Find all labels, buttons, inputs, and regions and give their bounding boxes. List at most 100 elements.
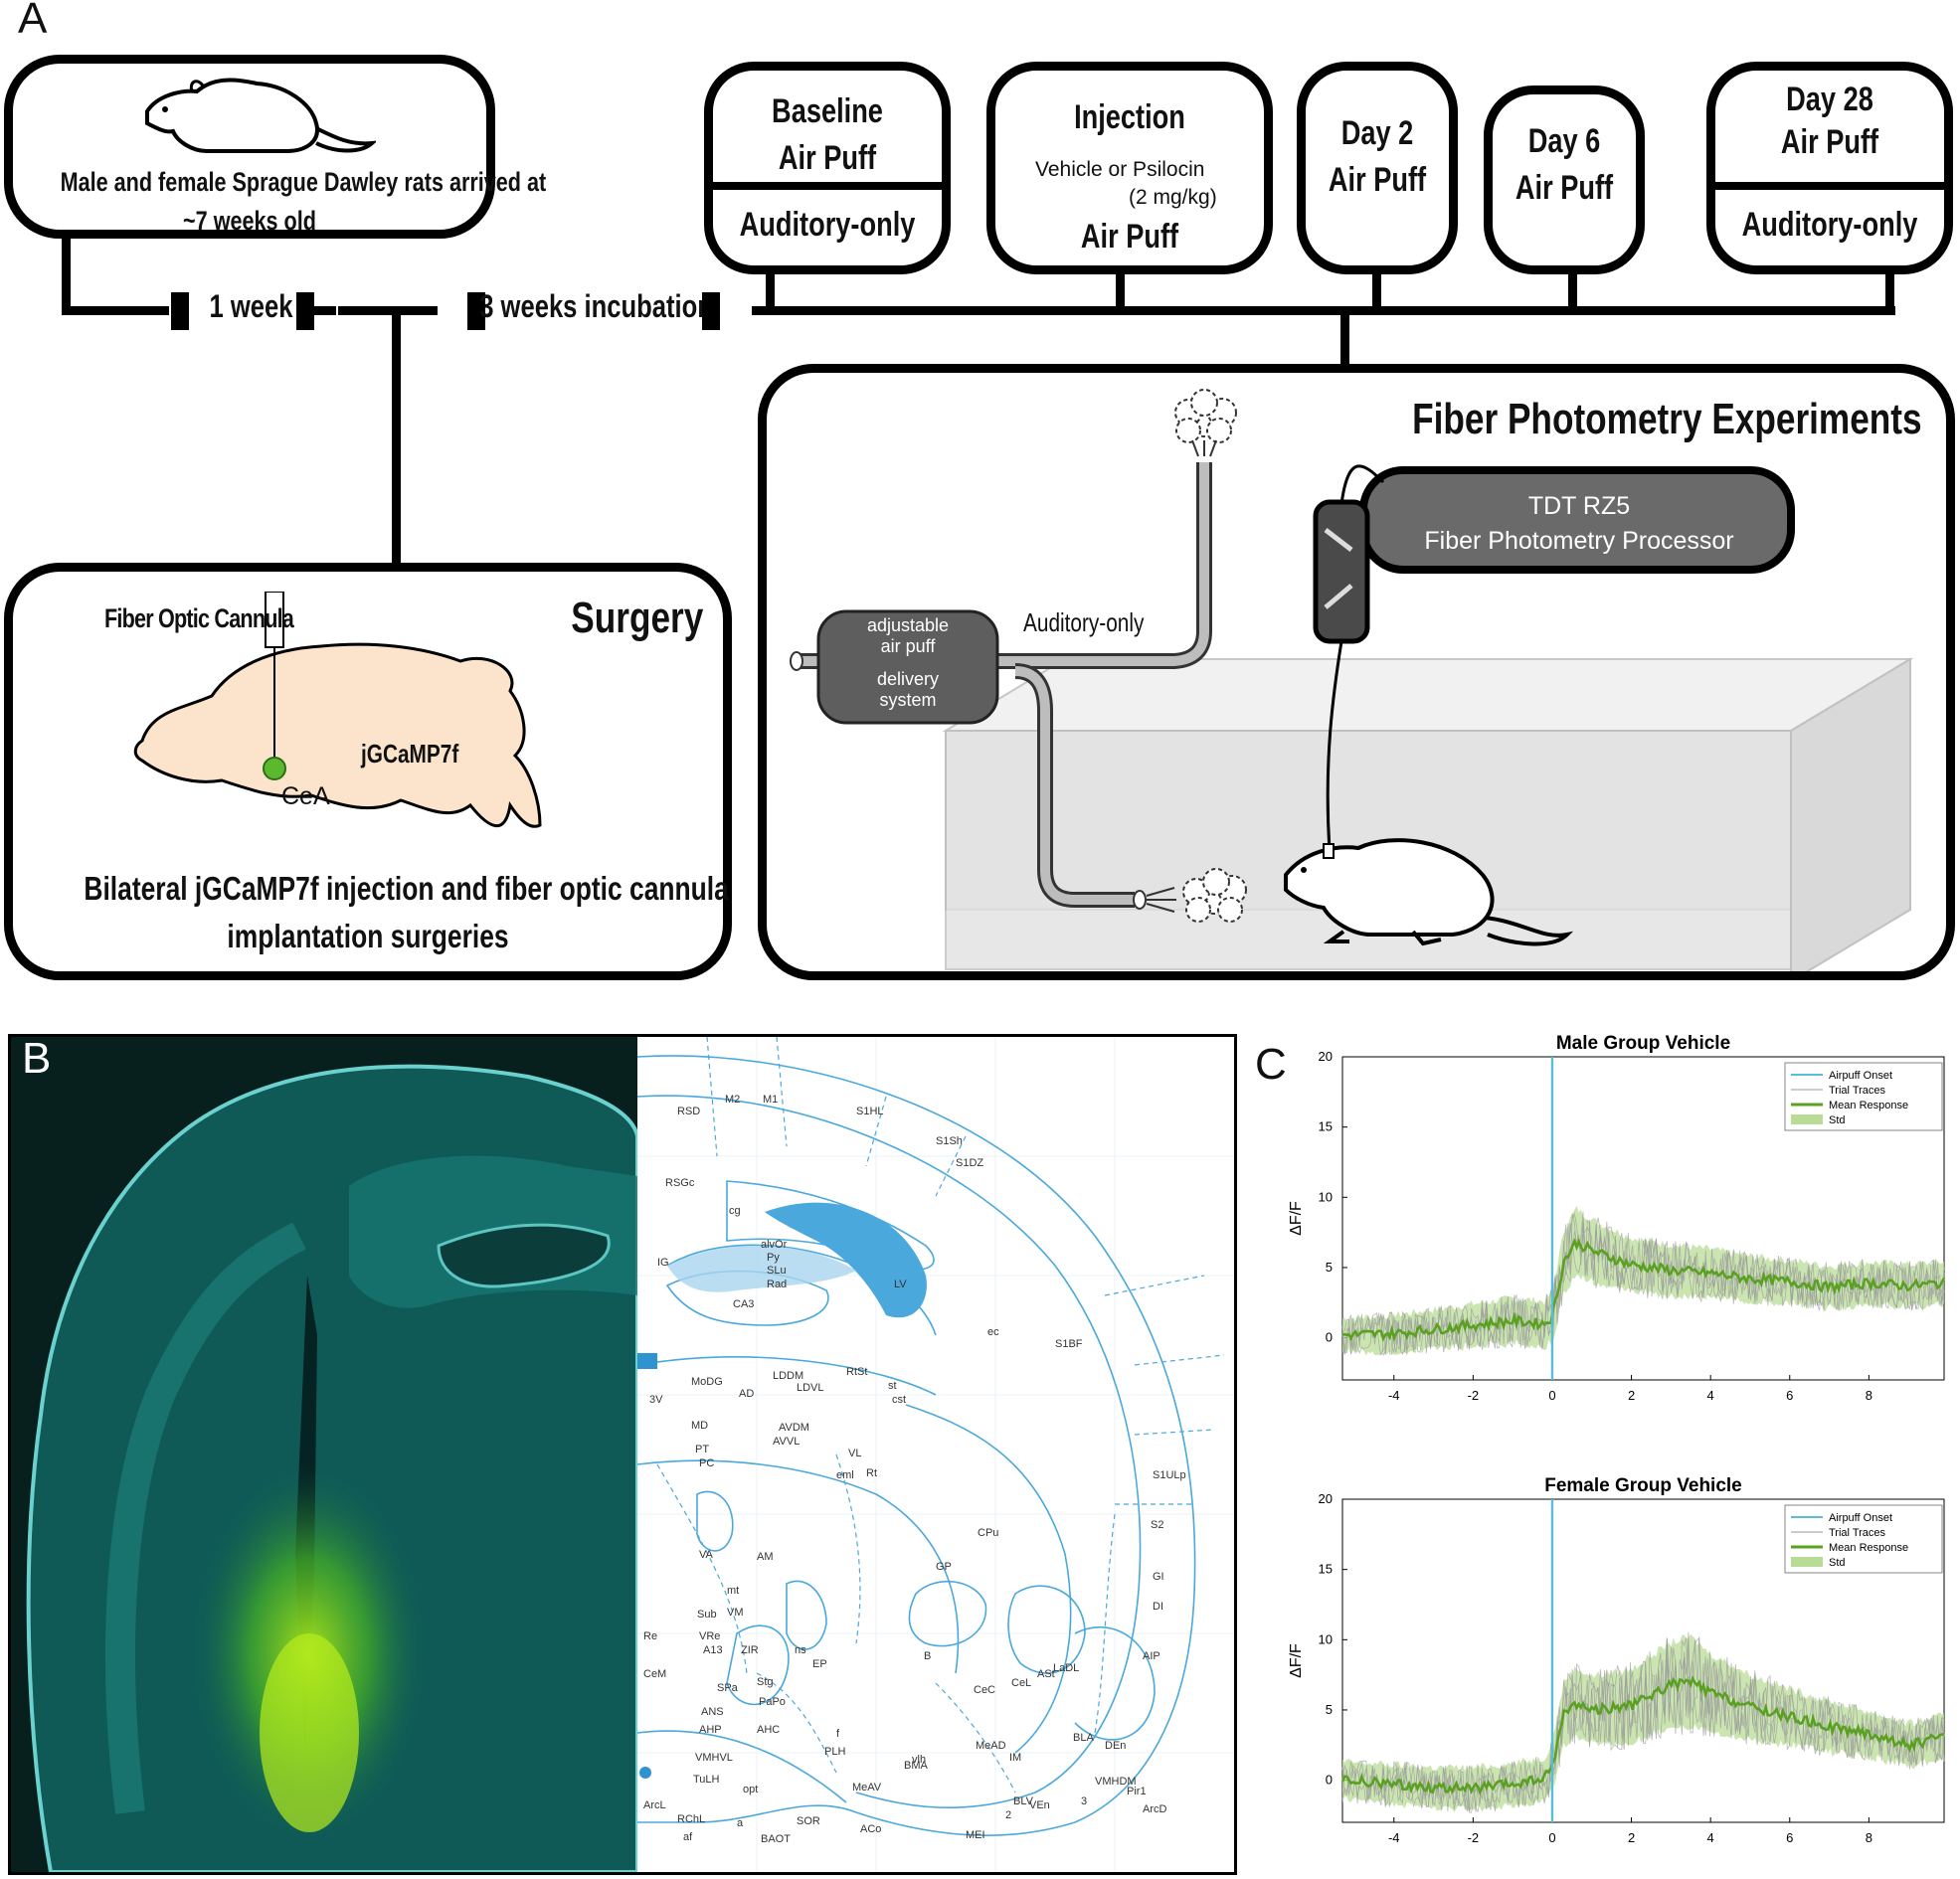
- session-injection: Injection Vehicle or Psilocin (2 mg/kg) …: [986, 62, 1273, 274]
- virus-label: jGCaMP7f: [361, 739, 459, 769]
- atlas-label-47: ZIR: [741, 1644, 759, 1656]
- atlas-label-66: MeAD: [976, 1740, 1006, 1752]
- atlas-label-55: CeC: [974, 1684, 995, 1696]
- atlas-label-36: VA: [699, 1549, 714, 1561]
- atlas-label-86: BAOT: [761, 1833, 791, 1845]
- session-day2: Day 2 Air Puff: [1297, 62, 1458, 274]
- atlas-label-78: 2: [1005, 1809, 1011, 1821]
- atlas-label-37: AM: [757, 1551, 774, 1563]
- x-tick-label: 2: [1628, 1830, 1635, 1845]
- atlas-label-32: eml: [836, 1469, 854, 1481]
- timeline-segment-2: [314, 306, 336, 315]
- timeline-main: [752, 306, 1895, 315]
- atlas-label-70: VEn: [1029, 1799, 1050, 1811]
- chart-title: Female Group Vehicle: [1544, 1475, 1742, 1496]
- day28-title: Day 28: [1786, 81, 1873, 118]
- atlas-label-76: BMA: [904, 1760, 929, 1772]
- arrival-text-2: ~7 weeks old: [183, 206, 316, 236]
- atlas-label-85: SOR: [797, 1815, 820, 1827]
- atlas-label-8: IG: [657, 1257, 669, 1269]
- panel-label-a: A: [18, 0, 48, 43]
- atlas-label-0: RSD: [677, 1106, 700, 1117]
- atlas-label-44: Re: [643, 1630, 657, 1642]
- tick-day28: [1885, 274, 1894, 310]
- day2-subtitle: Air Puff: [1328, 161, 1427, 199]
- atlas-label-22: st: [888, 1380, 897, 1392]
- atlas-label-14: LV: [894, 1279, 907, 1290]
- cea-injection-site: [263, 757, 286, 780]
- session-day6: Day 6 Air Puff: [1484, 85, 1645, 274]
- atlas-label-83: RChL: [677, 1813, 705, 1825]
- tick-baseline: [766, 274, 775, 310]
- rat-in-arena-icon: [1284, 838, 1574, 946]
- legend-label: Airpuff Onset: [1829, 1512, 1892, 1524]
- airpuff-line-4: system: [879, 690, 937, 710]
- legend-label: Trial Traces: [1829, 1527, 1886, 1539]
- airpuff-line-1: adjustable: [866, 615, 950, 635]
- atlas-label-29: PC: [699, 1457, 714, 1469]
- y-tick-label: 15: [1319, 1562, 1333, 1577]
- atlas-label-3: S1HL: [856, 1106, 884, 1117]
- atlas-label-80: Pir1: [1127, 1786, 1147, 1797]
- atlas-label-73: TuLH: [693, 1774, 720, 1786]
- injection-airpuff: Air Puff: [1080, 218, 1179, 256]
- atlas-label-53: ASt: [1037, 1668, 1055, 1680]
- surgery-caption-1: Bilateral jGCaMP7f injection and fiber o…: [84, 870, 729, 907]
- atlas-label-43: Sub: [697, 1609, 717, 1621]
- day6-title: Day 6: [1527, 122, 1601, 160]
- x-tick-label: -4: [1388, 1830, 1400, 1845]
- atlas-label-28: PT: [695, 1444, 709, 1455]
- atlas-label-33: S1ULp: [1153, 1469, 1186, 1481]
- atlas-label-81: ArcD: [1143, 1803, 1167, 1815]
- session-day28: Day 28 Air Puff Auditory-only: [1706, 62, 1953, 274]
- atlas-label-88: MEI: [966, 1829, 985, 1841]
- atlas-label-25: MD: [691, 1420, 708, 1432]
- x-tick-label: -2: [1468, 1388, 1480, 1403]
- atlas-label-67: IM: [1009, 1752, 1021, 1764]
- legend-label: Mean Response: [1829, 1100, 1908, 1111]
- y-tick-label: 10: [1319, 1631, 1333, 1646]
- atlas-label-16: ec: [987, 1326, 999, 1338]
- atlas-label-64: PLH: [824, 1746, 845, 1758]
- timeline-bracket-2b: [702, 292, 720, 330]
- std-band: [1342, 1206, 1944, 1356]
- processor-name: TDT RZ5: [1527, 492, 1631, 520]
- panel-label-c: C: [1255, 1040, 1287, 1089]
- y-tick-label: 5: [1326, 1702, 1333, 1717]
- atlas-label-18: AD: [739, 1388, 754, 1400]
- atlas-label-87: ACo: [860, 1823, 881, 1835]
- y-axis-label: ΔF/F: [1288, 1643, 1305, 1678]
- atlas-label-89: af: [683, 1831, 693, 1843]
- atlas-label-20: LDVL: [797, 1382, 824, 1394]
- atlas-label-5: S1DZ: [956, 1157, 983, 1169]
- day28-auditory: Auditory-only: [1741, 206, 1918, 244]
- atlas-label-17: MoDG: [691, 1376, 723, 1388]
- day28-subtitle: Air Puff: [1780, 123, 1879, 161]
- timeline-bracket-2a: [467, 292, 485, 330]
- arrival-text-1: Male and female Sprague Dawley rats arri…: [60, 167, 547, 197]
- atlas-label-62: AHC: [757, 1724, 780, 1736]
- airpuff-line-2: air puff: [880, 636, 936, 656]
- atlas-label-68: BLA: [1073, 1732, 1094, 1744]
- atlas-label-61: AHP: [699, 1724, 722, 1736]
- atlas-label-10: Py: [767, 1252, 780, 1264]
- atlas-label-6: RSGc: [665, 1177, 695, 1189]
- atlas-label-7: cg: [729, 1205, 741, 1217]
- processor-label: TDT RZ5 Fiber Photometry Processor: [1365, 492, 1793, 556]
- baseline-title: Baseline: [772, 92, 883, 130]
- x-tick-label: 4: [1707, 1388, 1714, 1403]
- atlas-label-12: Rad: [767, 1279, 787, 1290]
- atlas-label-79: 3: [1081, 1795, 1087, 1807]
- photometry-box: Fiber Photometry Experiments: [758, 364, 1955, 980]
- brain-sagittal-diagram: [133, 592, 542, 828]
- y-tick-label: 20: [1319, 1491, 1333, 1506]
- tick-injection: [1116, 274, 1125, 310]
- interval-3-weeks: 3 weeks incubation: [479, 288, 713, 324]
- timeline-segment-1: [62, 306, 169, 315]
- atlas-label-63: f: [836, 1728, 840, 1740]
- y-tick-label: 0: [1326, 1773, 1333, 1788]
